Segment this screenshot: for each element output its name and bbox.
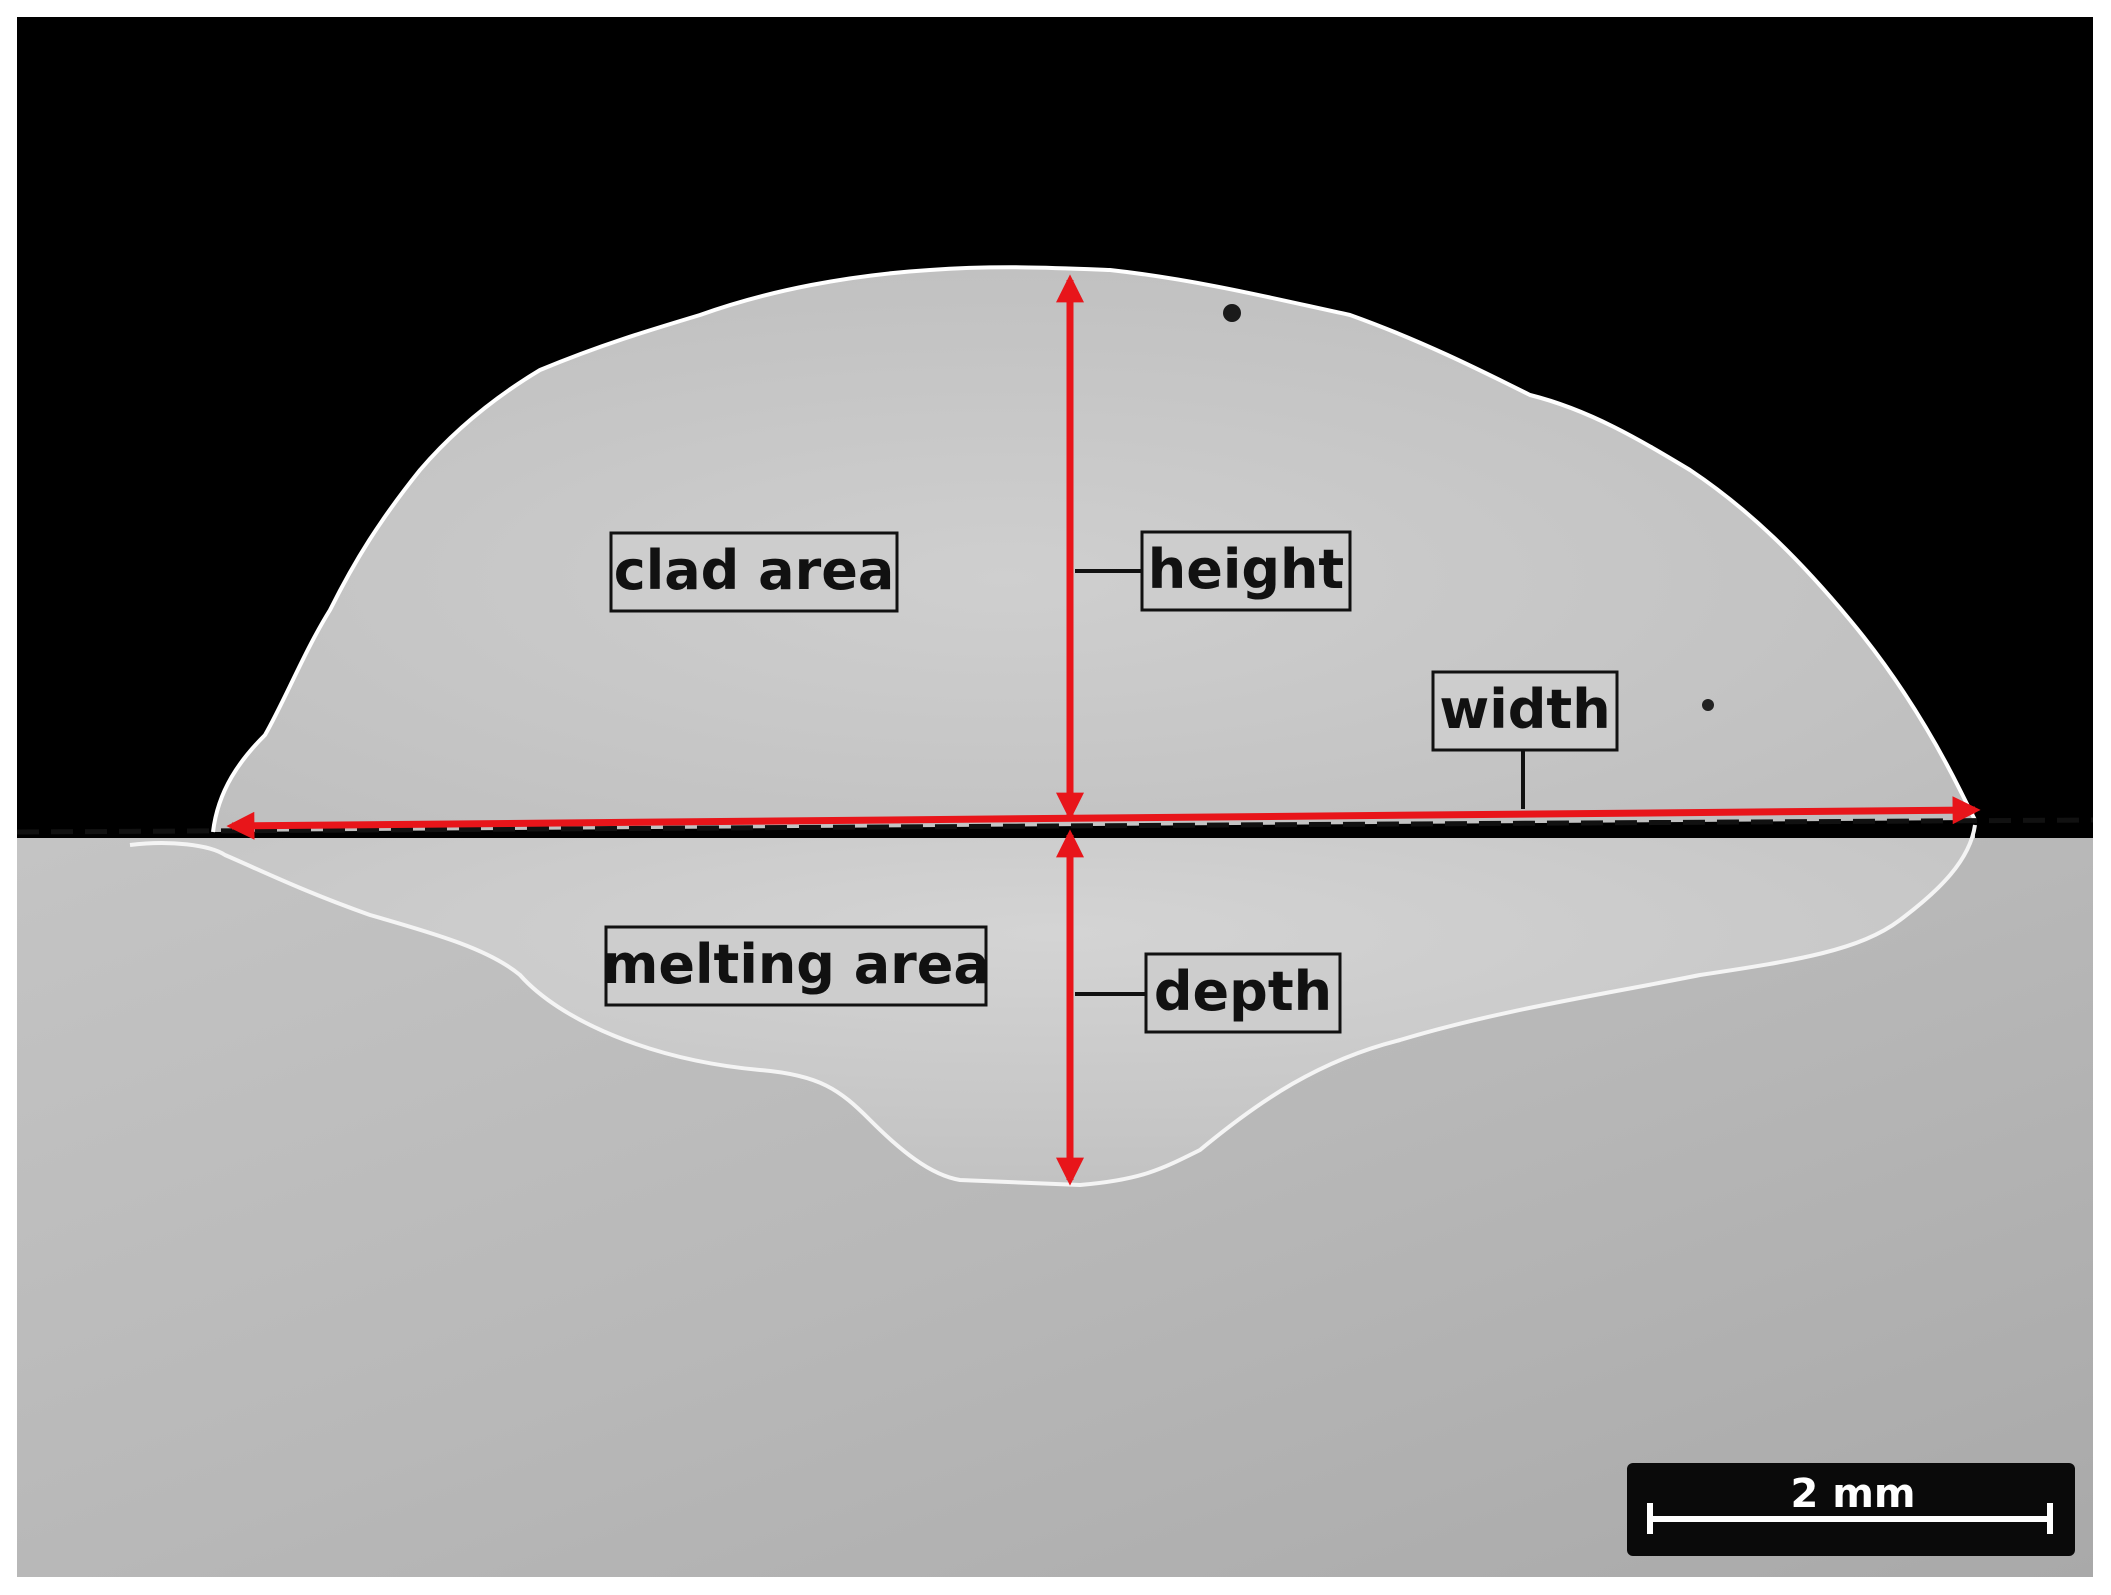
depth-label: depth: [1144, 952, 1342, 1034]
pore-1: [1223, 304, 1241, 322]
depth-text: depth: [1154, 960, 1332, 1023]
width-text: width: [1439, 678, 1610, 741]
width-arrow: [226, 796, 1981, 840]
melting-area-label: melting area: [602, 925, 990, 1007]
height-text: height: [1148, 538, 1345, 601]
clad-area-label: clad area: [609, 531, 899, 613]
scale-bar-text: 2 mm: [1790, 1471, 1915, 1517]
melting-area-text: melting area: [602, 933, 990, 996]
melting-outline: [129, 824, 1977, 1188]
scale-bar: 2 mm: [1627, 1463, 2075, 1556]
width-label: width: [1431, 670, 1619, 752]
melting-region: [130, 825, 1975, 1185]
height-label: height: [1140, 530, 1352, 612]
clad-area-text: clad area: [614, 539, 895, 602]
clad-outline: [211, 265, 1977, 833]
pore-2: [1702, 699, 1714, 711]
